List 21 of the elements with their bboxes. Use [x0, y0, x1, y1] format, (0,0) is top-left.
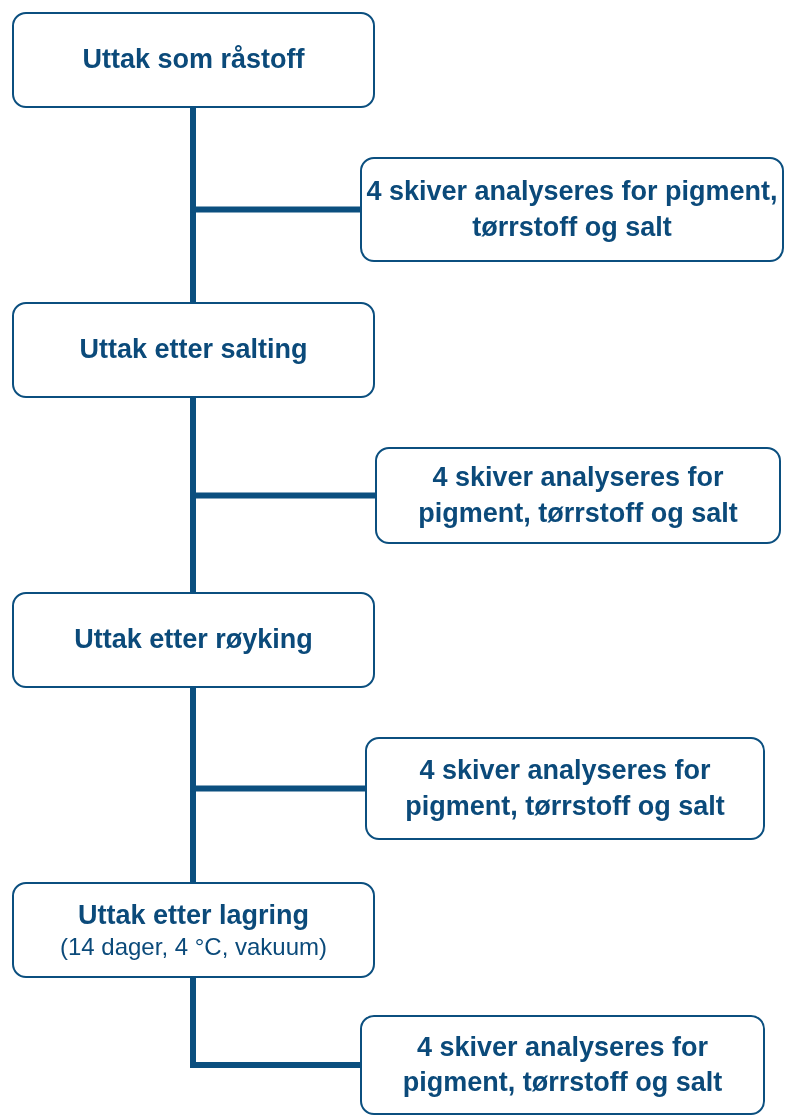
process-box [360, 157, 784, 262]
box-heading: Uttak som råstoff [82, 43, 305, 77]
process-box [12, 882, 375, 978]
process-box [365, 737, 765, 840]
connector-line [190, 108, 360, 213]
box-heading: Uttak etter salting [79, 333, 308, 367]
box-heading: 4 skiver analyseres for pigment, tørrstoff og salt [417, 461, 739, 530]
box-heading: Uttak etter røyking [74, 623, 313, 657]
process-box [375, 447, 781, 544]
connector-line [190, 398, 375, 499]
connector-line [190, 978, 360, 1068]
box-heading: 4 skiver analyseres for pigment, tørrstoff og salt [401, 1030, 724, 1099]
process-box [360, 1015, 765, 1115]
process-box [12, 302, 375, 398]
box-heading: Uttak etter lagring [77, 899, 309, 933]
connector-line [190, 688, 365, 792]
process-box [12, 592, 375, 688]
box-note: (14 dager, 4 °C, vakuum) [59, 933, 328, 962]
box-heading: 4 skiver analyseres for pigment, tørrstoff og salt [365, 175, 779, 244]
box-heading: 4 skiver analyseres for pigment, tørrstoff og salt [404, 754, 726, 823]
process-box [12, 12, 375, 108]
